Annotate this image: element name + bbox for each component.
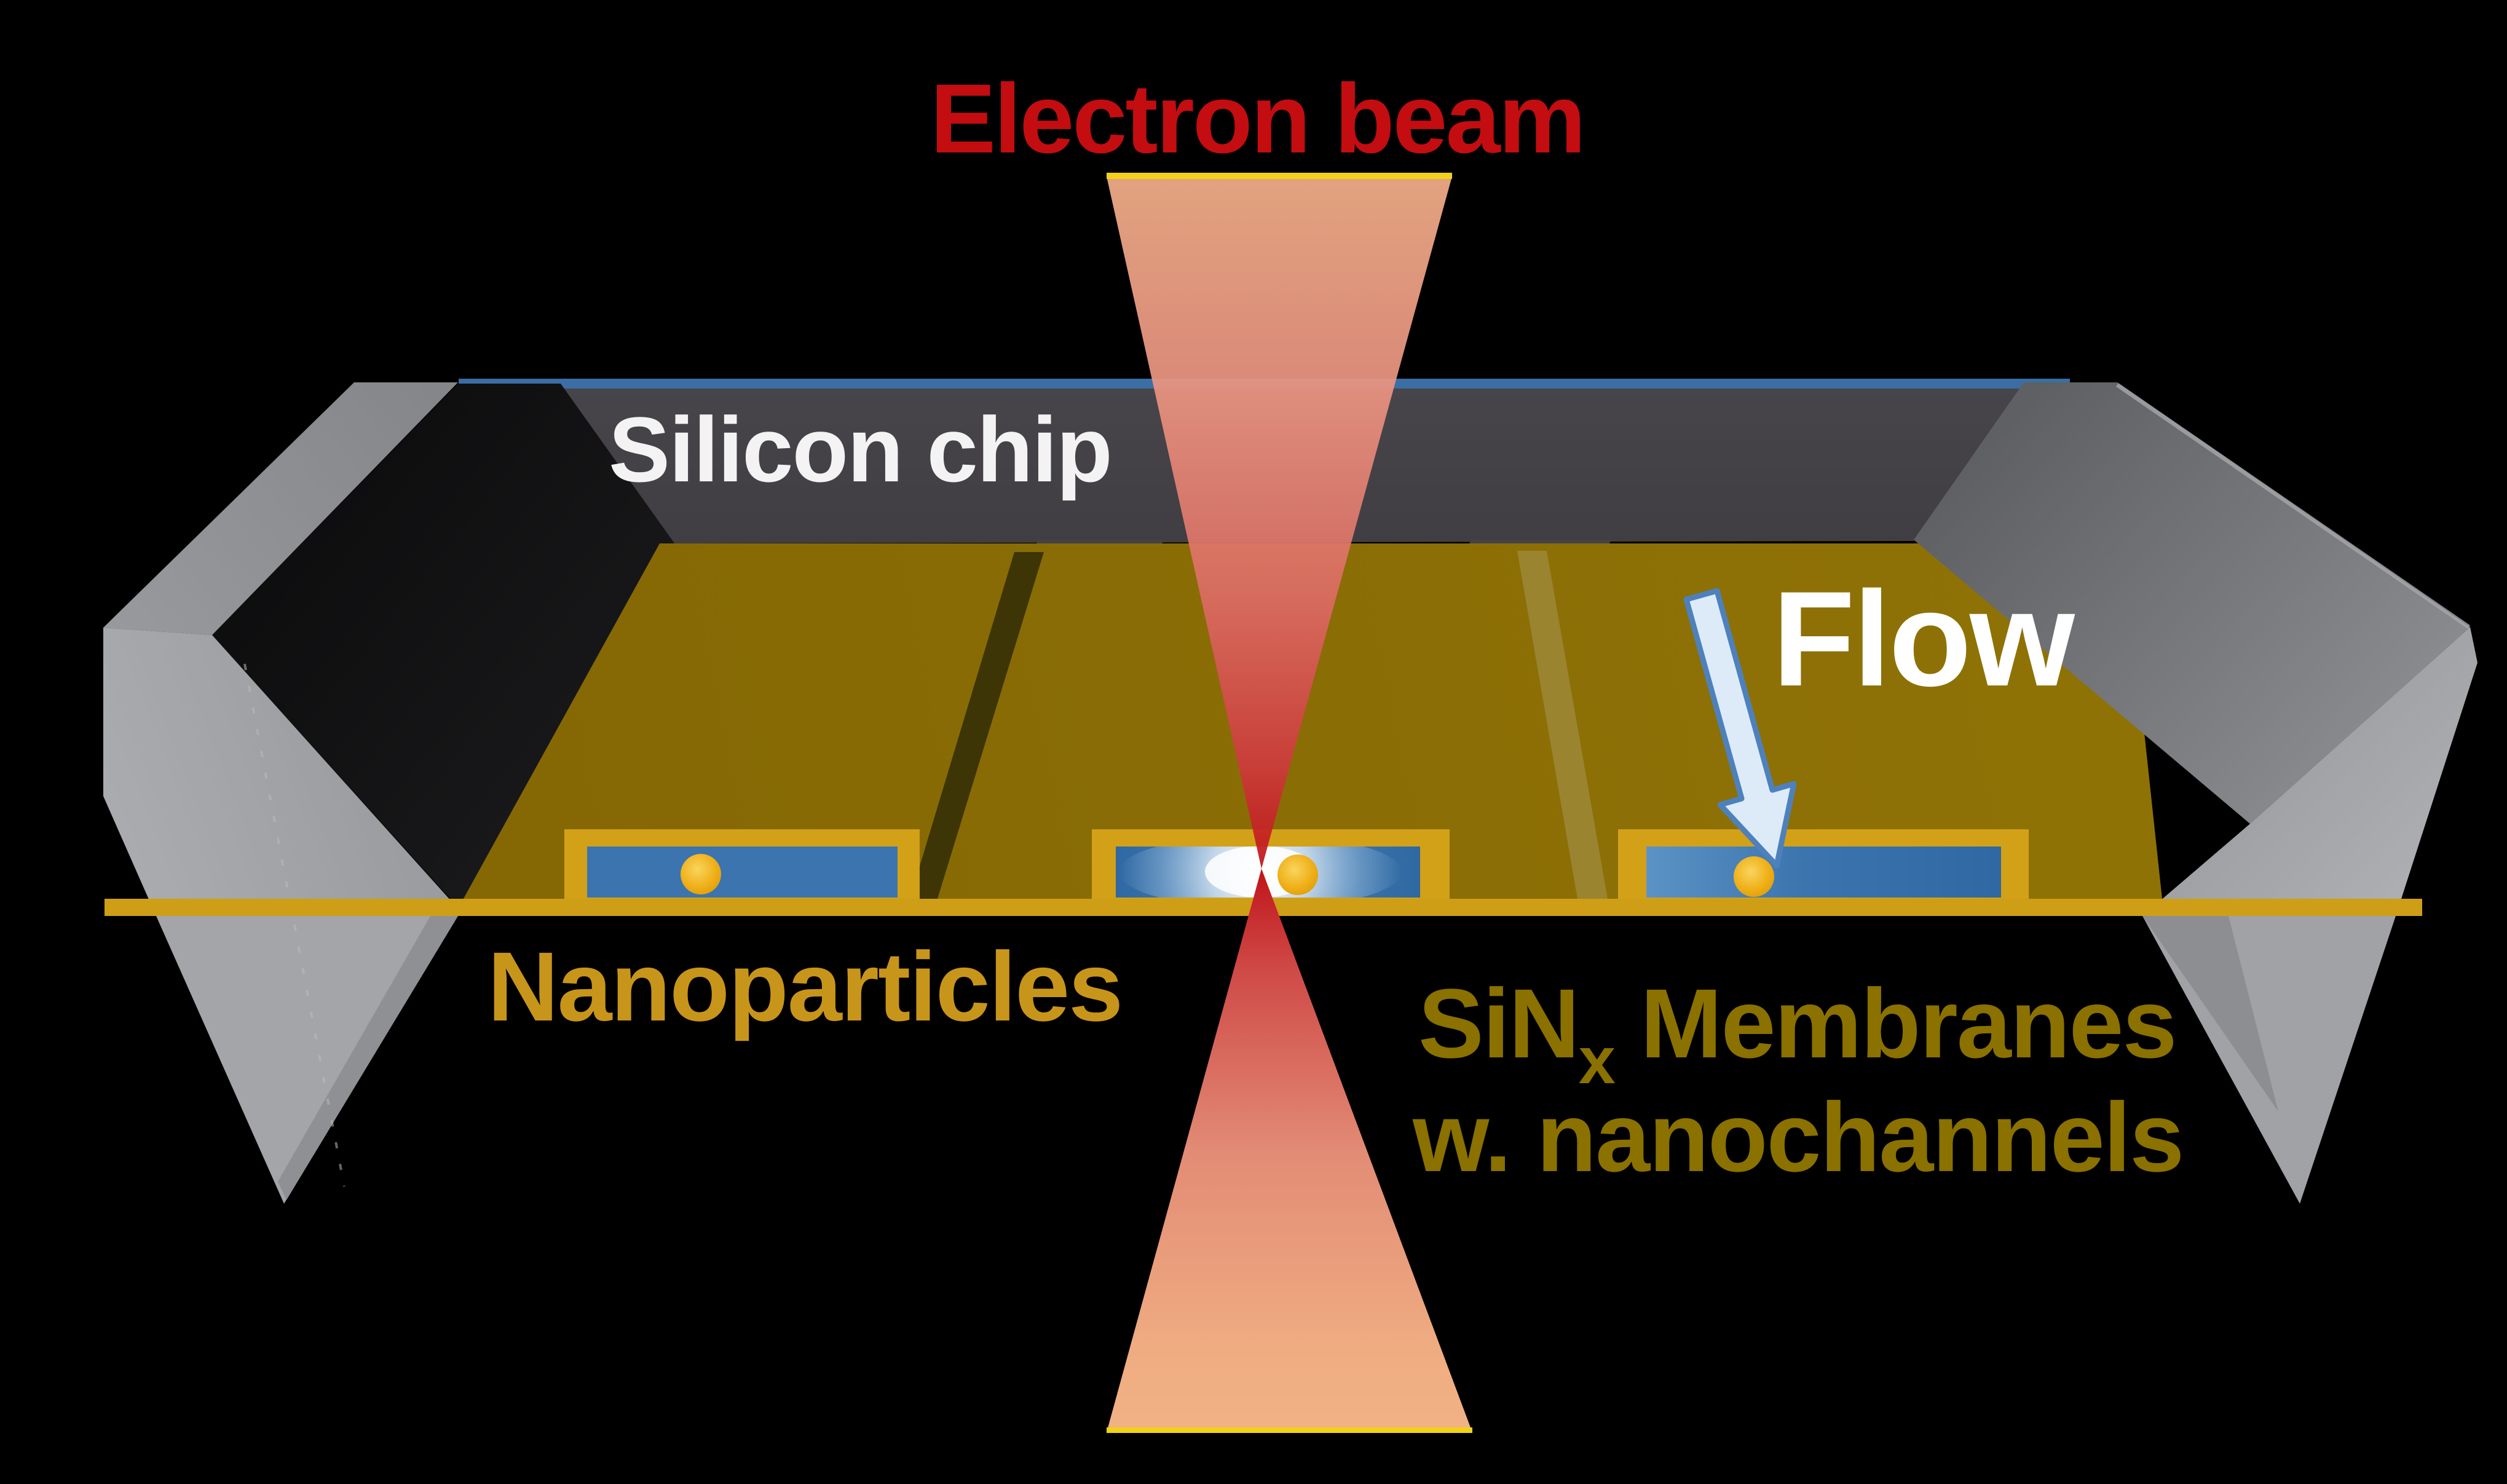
label-sinx-subscript: x — [1579, 1023, 1616, 1097]
right-wedge-side-face — [2142, 627, 2477, 916]
left-wedge-fold-line — [243, 663, 345, 1187]
beam-upper-cone — [1107, 176, 1452, 869]
label-sinx-prefix: SiN — [1418, 968, 1579, 1078]
right-wedge-edge-highlight — [2116, 383, 2470, 629]
beam-top-cap — [1107, 173, 1452, 179]
label-w-nanochannels: w. nanochannels — [1412, 1082, 2183, 1192]
label-sinx-membranes: SiNx Membranes — [1418, 968, 2176, 1097]
nanochannel-1 — [587, 847, 898, 898]
slab-side-shadow — [910, 552, 1044, 899]
silicon-chip — [103, 379, 2477, 1204]
label-silicon-chip: Silicon chip — [609, 398, 1111, 501]
slab-side-highlight — [1517, 551, 1608, 899]
label-membranes-suffix: Membranes — [1614, 968, 2176, 1078]
title-electron-beam: Electron beam — [930, 63, 1584, 173]
left-wedge-lower — [156, 916, 458, 1204]
beam-lower-cone — [1107, 869, 1472, 1432]
left-wedge-bevel — [103, 382, 458, 635]
etched-pit — [212, 384, 701, 907]
label-nanoparticles: Nanoparticles — [488, 931, 1122, 1041]
nanoparticle — [1734, 856, 1774, 897]
nanoparticle — [1277, 854, 1318, 895]
left-wedge-lower-edge — [278, 916, 458, 1200]
left-silicon-wedge — [103, 382, 458, 1204]
nanoparticles-group — [681, 854, 1774, 897]
right-silicon-wedge — [1914, 382, 2477, 1204]
left-wedge-face — [103, 628, 458, 916]
flow-arrow-icon — [1683, 588, 1797, 869]
right-wedge-lower-edge — [2142, 916, 2278, 1111]
electron-beam — [1107, 173, 1472, 1433]
beam-bottom-cap — [1107, 1427, 1472, 1433]
right-wedge-top-face — [1914, 382, 2470, 824]
label-flow: Flow — [1772, 563, 2075, 714]
nanoparticle — [681, 854, 721, 894]
nanochannel-3 — [1646, 847, 2001, 898]
